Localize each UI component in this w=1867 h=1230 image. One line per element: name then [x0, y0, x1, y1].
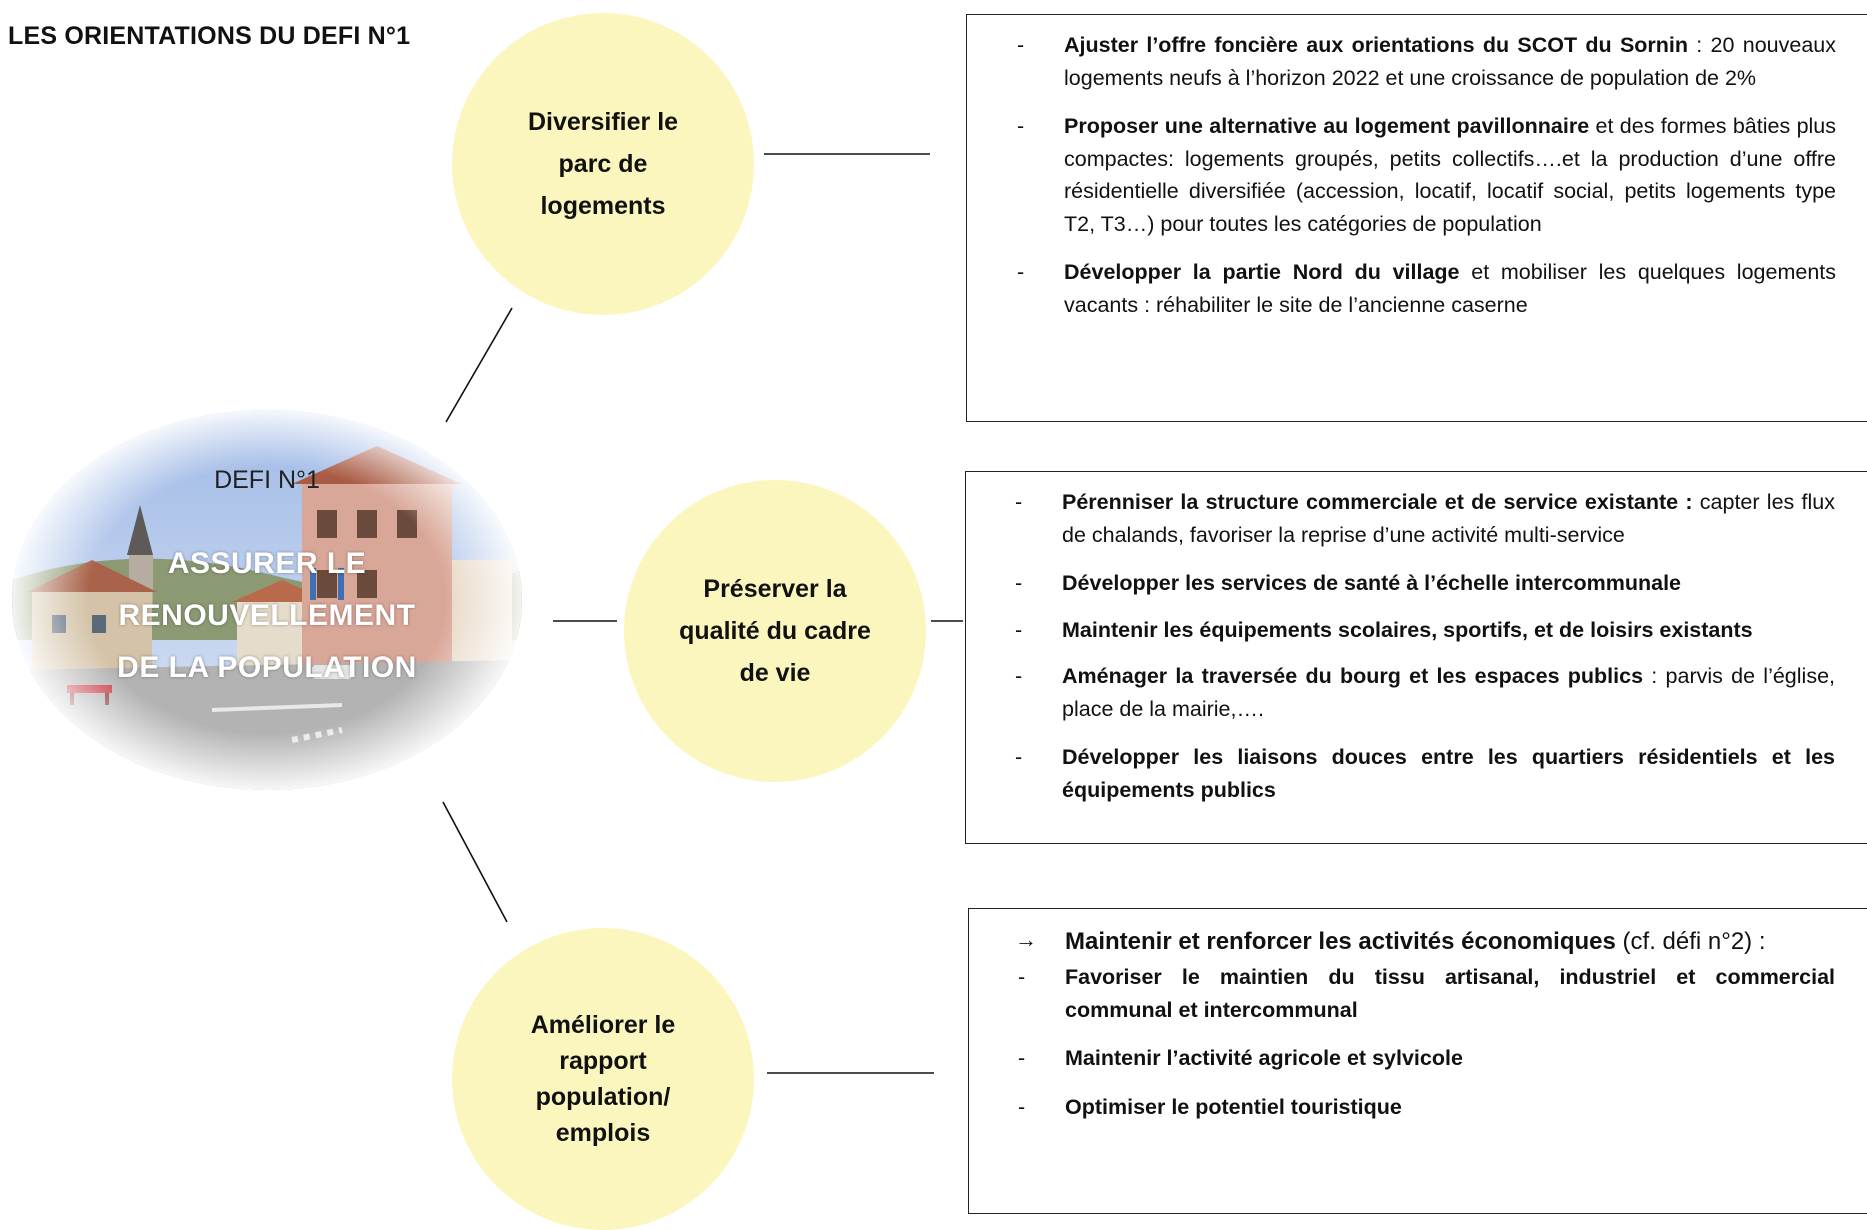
item-bold-text: Développer la partie Nord du village	[1064, 260, 1460, 284]
list-item: - Aménager la traversée du bourg et les e…	[1015, 660, 1835, 725]
orientation-label-ameliorer: Améliorer le rapport population/ emplois	[531, 1007, 676, 1151]
label-line: population/	[535, 1083, 671, 1111]
box-intro-line: → Maintenir et renforcer les activités éc…	[1015, 925, 1835, 959]
list-item: - Ajuster l’offre foncière aux orientatio…	[1017, 29, 1836, 94]
list-item: - Pérenniser la structure commerciale et …	[1015, 486, 1835, 551]
bullet-dash: -	[1015, 571, 1023, 595]
bullet-dash: -	[1017, 33, 1025, 57]
orientation-circle-ameliorer: Améliorer le rapport population/ emplois	[452, 928, 754, 1230]
item-bold-text: Développer les liaisons douces entre les…	[1062, 745, 1835, 802]
orientation-box-preserver: - Pérenniser la structure commerciale et …	[965, 471, 1867, 844]
item-text: : 20 nouveaux logements neufs à l’horizo…	[1064, 33, 1836, 90]
label-line: de vie	[739, 659, 811, 687]
item-bold-text: Maintenir l’activité agricole et sylvico…	[1065, 1046, 1463, 1070]
item-text: : parvis de l’église, place de la mairie…	[1062, 664, 1835, 721]
defi-title-line: RENOUVELLEMENT	[118, 599, 416, 632]
orientation-box-diversifier: - Ajuster l’offre foncière aux orientatio…	[966, 14, 1867, 422]
item-bold-text: Ajuster l’offre foncière aux orientation…	[1064, 33, 1689, 57]
bullet-dash: -	[1015, 617, 1023, 642]
label-line: Diversifier le	[527, 108, 679, 136]
label-line: qualité du cadre	[679, 617, 871, 645]
item-bold-text: Optimiser le potentiel touristique	[1065, 1094, 1402, 1119]
bullet-dash: -	[1015, 490, 1023, 514]
list-item: - Développer les liaisons douces entre le…	[1015, 741, 1835, 806]
list-item: - Maintenir l’activité agricole et sylvic…	[1018, 1042, 1835, 1075]
item-bold-text: Proposer une alternative au logement pav…	[1064, 114, 1590, 138]
connector-top-diagonal	[445, 307, 513, 423]
bullet-dash: -	[1017, 260, 1025, 284]
item-bold-text: Favoriser le maintien du tissu artisanal…	[1065, 965, 1835, 1022]
bullet-dash: -	[1015, 664, 1023, 688]
list-item: - Développer les services de santé à l’éc…	[1015, 567, 1835, 600]
bullet-dash: -	[1018, 965, 1026, 989]
defi-title-line: ASSURER LE	[167, 547, 367, 580]
list-item: - Optimiser le potentiel touristique	[1018, 1091, 1835, 1124]
label-line: logements	[540, 192, 666, 220]
item-bold-text: Aménager la traversée du bourg et les es…	[1062, 664, 1644, 688]
label-line: rapport	[559, 1047, 647, 1075]
orientation-circle-preserver: Préserver la qualité du cadre de vie	[624, 480, 926, 782]
item-bold-text: Pérenniser la structure commerciale et d…	[1062, 490, 1693, 514]
item-text: et mobiliser les quelques logements vaca…	[1064, 260, 1836, 317]
list-item: - Proposer une alternative au logement pa…	[1017, 110, 1837, 240]
intro-text: (cf. défi n°2) :	[1615, 928, 1766, 955]
bullet-dash: -	[1017, 114, 1025, 138]
village-photo-illustration	[12, 410, 522, 790]
defi-title: ASSURER LE RENOUVELLEMENT DE LA POPULATI…	[12, 538, 522, 694]
item-text: capter les flux de chalands, favoriser l…	[1062, 490, 1835, 547]
defi-title-line: DE LA POPULATION	[117, 651, 417, 684]
list-item: - Maintenir les équipements scolaires, sp…	[1015, 614, 1835, 647]
bullet-dash: -	[1015, 745, 1023, 769]
arrow-right-icon: →	[1015, 927, 1037, 952]
page-title: LES ORIENTATIONS DU DEFI N°1	[8, 22, 411, 50]
item-bold-text: Développer les services de santé à l’éch…	[1062, 571, 1682, 595]
label-line: parc de	[558, 150, 648, 178]
item-text: et des formes bâties plus compactes: log…	[1064, 114, 1837, 236]
list-item: - Développer la partie Nord du village et…	[1017, 256, 1836, 321]
label-line: emplois	[555, 1119, 651, 1147]
label-line: Préserver la	[703, 575, 847, 603]
bullet-dash: -	[1018, 1046, 1026, 1070]
orientation-circle-diversifier: Diversifier le parc de logements	[452, 13, 754, 315]
connector-bottom-diagonal	[442, 801, 508, 923]
center-defi-oval: DEFI N°1 ASSURER LE RENOUVELLEMENT DE LA…	[12, 410, 522, 790]
orientation-label-preserver: Préserver la qualité du cadre de vie	[679, 568, 871, 694]
item-bold-text: Maintenir les équipements scolaires, spo…	[1062, 617, 1753, 642]
intro-bold-text: Maintenir et renforcer les activités éco…	[1065, 928, 1616, 955]
label-line: Améliorer le	[530, 1011, 676, 1039]
defi-number: DEFI N°1	[214, 466, 320, 494]
orientation-label-diversifier: Diversifier le parc de logements	[528, 101, 678, 227]
bullet-dash: -	[1018, 1094, 1026, 1119]
list-item: - Favoriser le maintien du tissu artisana…	[1018, 961, 1835, 1026]
orientation-box-ameliorer: → Maintenir et renforcer les activités éc…	[968, 908, 1867, 1214]
